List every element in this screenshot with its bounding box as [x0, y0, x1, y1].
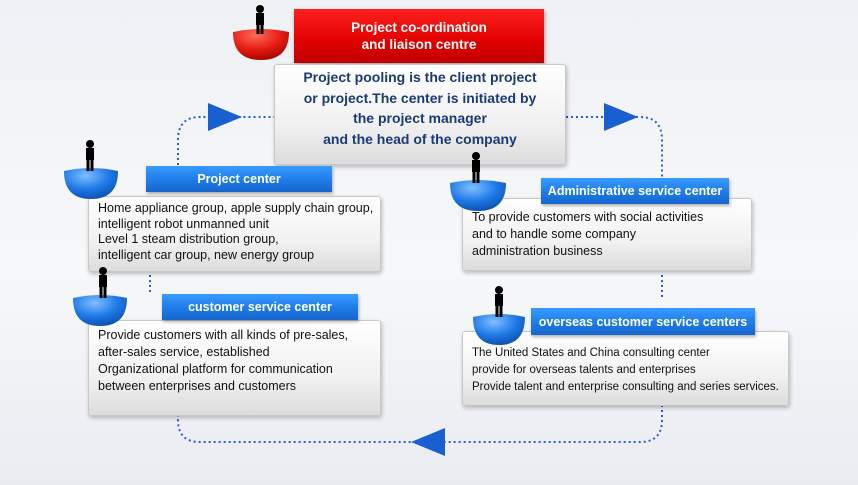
project-center-line-4: intelligent car group, new energy group [98, 247, 315, 262]
project-center-panel: Home appliance group, apple supply chain… [88, 196, 381, 272]
person-on-blue-dome-icon [73, 267, 127, 326]
center-line-4: and the head of the company [323, 130, 517, 147]
project-center-line-2: intelligent robot unmanned unit [98, 216, 269, 231]
flow-arrow-icon [411, 428, 445, 456]
administrative-line-3: administration business [472, 244, 603, 258]
administrative-line-1: To provide customers with social activit… [472, 210, 704, 224]
overseas-line-3: Provide talent and enterprise consulting… [472, 381, 779, 393]
customer-service-line-1: Provide customers with all kinds of pre-… [98, 328, 349, 342]
overseas-line-1: The United States and China consulting c… [472, 347, 710, 359]
customer-service-line-4: between enterprises and customers [98, 379, 297, 393]
person-on-blue-dome-icon [473, 286, 525, 345]
flow-arrow-icon [208, 103, 242, 131]
flow-arrow-icon [604, 103, 638, 131]
administrative-label: Administrative service center [541, 178, 729, 204]
person-on-blue-dome-icon [450, 152, 506, 211]
project-center-line-3: Level 1 steam distribution group, [98, 232, 279, 246]
title-line-2: and liaison centre [361, 37, 477, 52]
center-box: Project pooling is the client project or… [274, 64, 566, 165]
title-line-1: Project co-ordination [351, 20, 487, 35]
center-line-1: Project pooling is the client project [303, 69, 537, 85]
administrative-panel: To provide customers with social activit… [462, 198, 752, 271]
center-line-3: the project manager [353, 110, 487, 126]
center-line-2: or project.The center is initiated by [303, 89, 537, 106]
person-on-blue-dome-icon [64, 140, 118, 199]
customer-service-panel: Provide customers with all kinds of pre-… [88, 320, 381, 416]
project-center-label: Project center [146, 166, 332, 192]
customer-service-line-3: Organizational platform for communicatio… [98, 362, 333, 376]
customer-service-line-2: after-sales service, established [98, 345, 270, 359]
customer-service-label: customer service center [162, 294, 358, 320]
overseas-label: overseas customer service centers [531, 308, 755, 335]
title-box: Project co-ordination and liaison centre [294, 9, 544, 63]
overseas-line-2: provide for overseas talents and enterpr… [472, 364, 696, 376]
administrative-line-2: and to handle some company [472, 227, 636, 241]
person-on-red-dome-icon [233, 5, 289, 60]
overseas-panel: The United States and China consulting c… [462, 331, 789, 406]
project-center-line-1: Home appliance group, apple supply chain… [98, 201, 374, 215]
